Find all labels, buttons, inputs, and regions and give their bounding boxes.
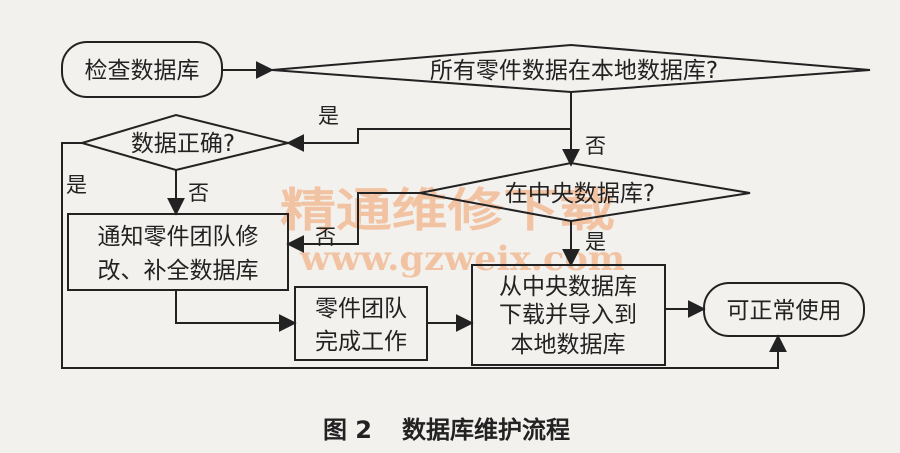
label-yes-left-branch: 是 [66, 173, 87, 197]
label-yes-to-data-correct: 是 [318, 104, 339, 128]
node-team-line-2: 完成工作 [315, 329, 407, 355]
watermark-title: 精通维修下载 [280, 183, 615, 237]
node-data-correct-decision [78, 113, 289, 172]
node-download-line-3: 本地数据库 [511, 332, 626, 358]
label-yes-from-central: 是 [585, 230, 606, 254]
label-no-to-notify: 否 [188, 181, 209, 205]
node-usable [703, 282, 865, 337]
node-notify-line-1: 通知零件团队修 [98, 224, 259, 250]
connectors [61, 61, 787, 369]
node-check-db [61, 41, 223, 98]
arrow-data-correct-yes [61, 142, 787, 369]
figure-number: 图 2 [323, 416, 372, 444]
node-download-central [471, 264, 666, 366]
label-no-to-central: 否 [585, 134, 606, 158]
figure-caption: 数据库维护流程 [402, 416, 570, 444]
node-download-line-2: 下载并导入到 [499, 302, 637, 328]
node-notify-line-2: 改、补全数据库 [98, 258, 259, 284]
arrow-notify-to-team [175, 290, 297, 332]
node-download-line-1: 从中央数据库 [499, 274, 637, 300]
label-no-from-central: 否 [315, 225, 336, 249]
node-all-parts-local-text: 所有零件数据在本地数据库? [430, 58, 718, 84]
node-in-central-text: 在中央数据库? [505, 181, 655, 207]
arrow-decision-yes [286, 92, 572, 152]
node-notify-team [67, 213, 289, 291]
arrow-central-no [286, 192, 420, 253]
node-usable-text: 可正常使用 [727, 298, 842, 324]
node-all-parts-local-decision [271, 43, 871, 94]
node-data-correct-text: 数据正确? [131, 131, 235, 157]
node-in-central-decision [419, 161, 751, 223]
node-team-complete [294, 286, 428, 361]
node-check-db-text: 检查数据库 [85, 58, 200, 84]
node-team-line-1: 零件团队 [315, 296, 407, 322]
